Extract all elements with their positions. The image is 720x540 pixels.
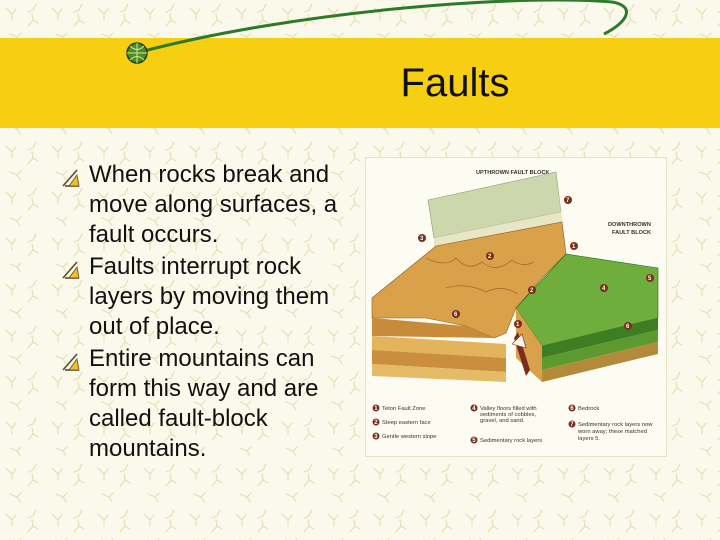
legend-text: gravel, and sand. [480, 418, 525, 424]
rock-layers-left [372, 336, 506, 382]
pencil-bullet-icon [62, 261, 80, 279]
svg-text:1: 1 [516, 322, 520, 328]
legend-text: Bedrock [578, 406, 599, 412]
slide-title: Faults [400, 61, 510, 105]
legend-text: Sedimentary rock layers now [578, 422, 653, 428]
upthrown-label: UPTHROWN FAULT BLOCK [476, 170, 550, 176]
legend-text: sediments of cobbles, [480, 412, 536, 418]
globe-icon [126, 42, 148, 64]
mountain-slope [371, 221, 567, 339]
pencil-bullet-icon [62, 169, 80, 187]
legend-text: Teton Fault Zone [382, 406, 426, 412]
bullet-item: When rocks break and move along surfaces… [60, 160, 360, 250]
bullet-text: When rocks break and move along surfaces… [89, 161, 338, 248]
svg-text:1: 1 [374, 406, 378, 412]
svg-text:6: 6 [570, 406, 574, 412]
diagram-markers: 3 2 2 1 7 5 4 6 6 1 [418, 196, 654, 330]
svg-text:1: 1 [572, 244, 576, 250]
svg-text:4: 4 [602, 286, 606, 292]
svg-text:5: 5 [648, 276, 652, 282]
svg-text:6: 6 [454, 312, 458, 318]
fault-arrow [511, 332, 530, 376]
downthrown-label-line2: FAULT BLOCK [612, 230, 651, 236]
svg-text:7: 7 [566, 198, 570, 204]
title-band [0, 38, 720, 128]
bullet-list: When rocks break and move along surfaces… [60, 160, 360, 466]
legend-text: Valley floors filled with [480, 406, 537, 412]
svg-text:4: 4 [472, 406, 476, 412]
svg-text:6: 6 [626, 324, 630, 330]
svg-text:3: 3 [420, 236, 424, 242]
diagram-legend: 1 Teton Fault Zone 2 Steep eastern face … [372, 404, 653, 444]
svg-text:3: 3 [374, 434, 378, 440]
legend-text: layers 5. [578, 436, 600, 442]
bullet-item: Faults interrupt rock layers by moving t… [60, 252, 360, 342]
bullet-text: Entire mountains can form this way and a… [89, 345, 319, 462]
bullet-text: Faults interrupt rock layers by moving t… [89, 253, 330, 340]
title-decoration [126, 0, 628, 64]
bullet-item: Entire mountains can form this way and a… [60, 344, 360, 464]
legend-text: worn away; these matched [577, 429, 647, 435]
fault-block-diagram: UPTHROWN FAULT BLOCK DOWNTHROWN FAULT BL… [365, 157, 667, 457]
svg-text:2: 2 [374, 420, 378, 426]
svg-text:2: 2 [530, 288, 534, 294]
downthrown-label-line1: DOWNTHROWN [608, 222, 651, 228]
legend-text: Sedimentary rock layers [480, 438, 542, 444]
legend-text: Gentle western slope [382, 434, 436, 440]
svg-text:7: 7 [570, 422, 574, 428]
legend-text: Steep eastern face [382, 420, 431, 426]
svg-text:5: 5 [472, 438, 476, 444]
svg-text:2: 2 [488, 254, 492, 260]
pencil-bullet-icon [62, 353, 80, 371]
